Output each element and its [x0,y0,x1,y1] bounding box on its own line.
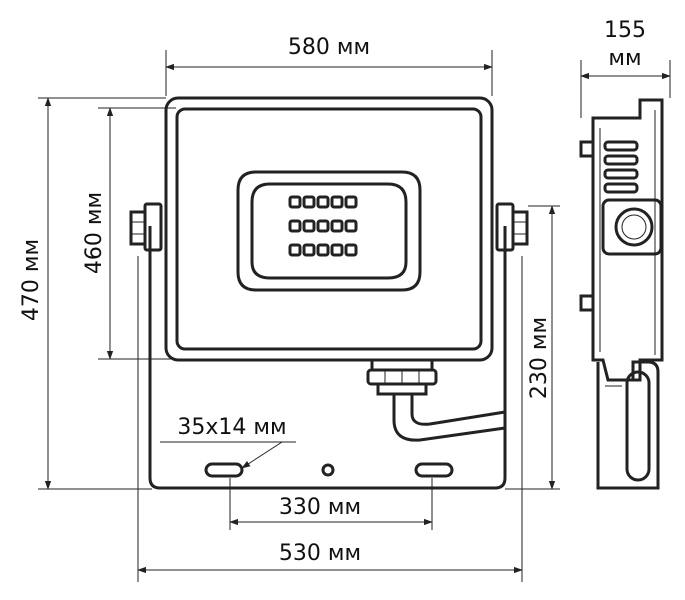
led-chip [344,195,358,209]
front-view [129,96,529,490]
side-housing [591,98,664,382]
led-chip-array [288,195,358,257]
dim-slot-size: 35x14 мм [177,415,286,440]
mounting-slot-left [204,462,244,478]
led-chip [316,243,330,257]
led-chip [288,219,302,233]
mounting-slot-right [414,462,454,478]
side-bolt-left [129,202,163,252]
led-chip [302,219,316,233]
floodlight-housing-outer [164,96,494,362]
led-chip [330,243,344,257]
side-bolt [601,198,663,256]
dim-depth-unit: мм [608,46,641,71]
led-chip [316,219,330,233]
led-chip [302,195,316,209]
heat-sink-fins [603,140,639,194]
led-module-inner [250,182,408,280]
mounting-bracket [148,226,507,490]
led-chip [330,195,344,209]
led-chip [344,243,358,257]
side-bracket [596,360,660,490]
led-chip [302,243,316,257]
dim-bracket-height: 230 мм [527,317,552,399]
led-chip [344,219,358,233]
cable-gland [366,358,438,396]
led-module-outer [236,170,422,292]
dim-bracket-width: 530 мм [279,541,361,566]
dim-depth-value: 155 [604,18,646,43]
bracket-center-hole [321,463,335,477]
dim-height-total: 470 мм [19,239,44,321]
dim-height-body: 460 мм [82,192,107,274]
floodlight-housing-inner [175,107,483,351]
dimension-labels: 580 мм 155 мм 470 мм 460 мм 230 мм 35x14… [19,18,646,566]
side-bolt-right [495,202,529,252]
led-chip [316,195,330,209]
dim-slot-spacing: 330 мм [279,495,361,520]
power-cable [392,394,506,442]
led-chip [288,195,302,209]
led-chip [288,243,302,257]
led-chip [330,219,344,233]
dimension-lines [38,50,671,582]
dim-width-top: 580 мм [288,35,370,60]
side-view [579,98,664,490]
